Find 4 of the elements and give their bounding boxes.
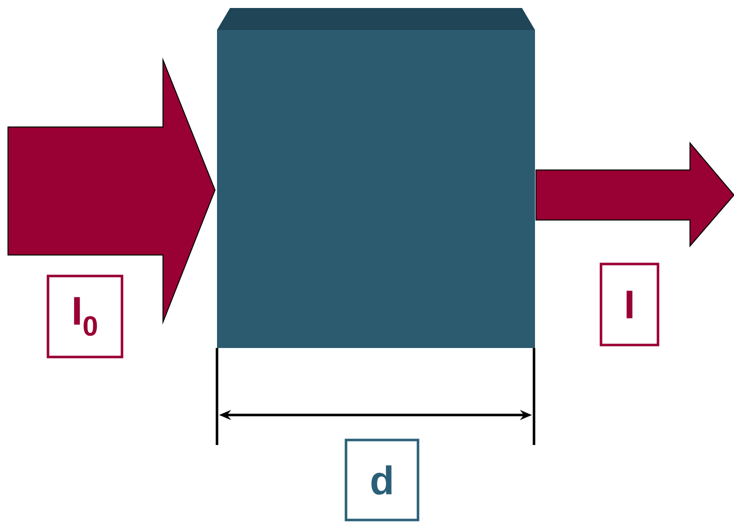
label-box: d [344, 438, 420, 522]
label-box: I$_{0}$ [46, 274, 124, 358]
label-box: I [600, 262, 660, 346]
sample-block [217, 8, 535, 348]
